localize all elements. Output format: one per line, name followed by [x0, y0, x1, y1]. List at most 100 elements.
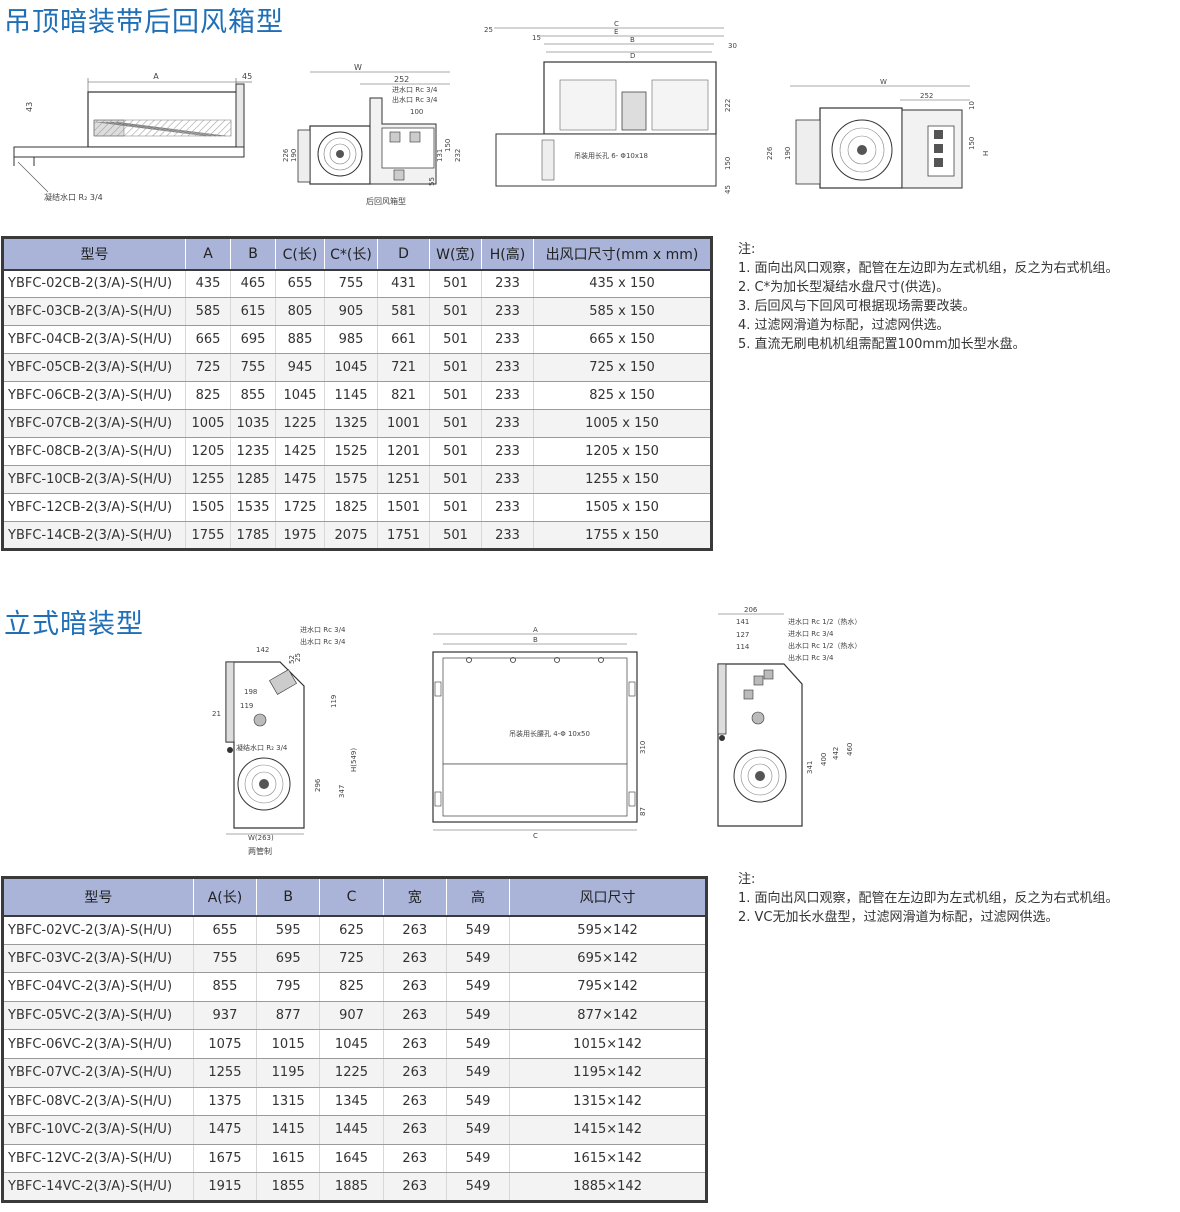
t2-header-1: A(长)	[192, 877, 258, 917]
model-cell: YBFC-05VC-2(3/A)-S(H/U)	[2, 1001, 194, 1031]
model-cell: YBFC-05CB-2(3/A)-S(H/U)	[2, 353, 186, 382]
model-cell: YBFC-02VC-2(3/A)-S(H/U)	[2, 915, 194, 945]
model-cell: YBFC-04CB-2(3/A)-S(H/U)	[2, 325, 186, 354]
table-cell: 1785	[230, 521, 276, 550]
table-cell: 465	[230, 269, 276, 298]
table-cell: 615	[230, 297, 276, 326]
hot-outlet-label: 出水口 Rc 1/2（热水）	[788, 641, 861, 650]
model-cell: YBFC-04VC-2(3/A)-S(H/U)	[2, 972, 194, 1002]
t1-header-6: W(宽)	[429, 237, 482, 271]
table-cell: 501	[429, 353, 482, 382]
table-cell: 1615×142	[509, 1144, 707, 1174]
table-cell: 233	[481, 325, 534, 354]
table-cell: 725 x 150	[533, 353, 712, 382]
ceiling-unit-side-view: A 45 43 凝结水口 R₂ 3/4	[6, 70, 256, 210]
dim-131: 131	[436, 149, 444, 162]
table-cell: 1005	[185, 409, 231, 438]
note-item: 1. 面向出风口观察，配管在左边即为左式机组，反之为右式机组。	[738, 891, 1119, 906]
dim-43: 43	[25, 102, 34, 112]
dim-232: 232	[454, 149, 462, 162]
table-cell: 233	[481, 381, 534, 410]
table-cell: 665 x 150	[533, 325, 712, 354]
table-cell: 581	[377, 297, 430, 326]
table-cell: 263	[383, 1001, 447, 1031]
model-cell: YBFC-12CB-2(3/A)-S(H/U)	[2, 493, 186, 522]
dim-310: 310	[639, 741, 647, 754]
notes-heading: 注:	[738, 872, 756, 887]
table-cell: 825 x 150	[533, 381, 712, 410]
dim-150b: 150	[724, 157, 732, 170]
table-cell: 549	[446, 1058, 511, 1088]
table-cell: 263	[383, 1087, 447, 1117]
vertical-unit-notes: 注:1. 面向出风口观察，配管在左边即为左式机组，反之为右式机组。2. VC无加…	[738, 870, 1119, 927]
table-cell: 595	[256, 915, 321, 945]
table-cell: 1505 x 150	[533, 493, 712, 522]
dim-d: D	[630, 52, 635, 60]
dim-296: 296	[314, 778, 322, 792]
table-cell: 1885	[319, 1172, 384, 1202]
note-item: 4. 过滤网滑道为标配，过滤网供选。	[738, 318, 950, 333]
table-cell: 1755	[185, 521, 231, 550]
table-cell: 1315×142	[509, 1087, 707, 1117]
table-cell: 263	[383, 944, 447, 974]
table-cell: 755	[193, 944, 258, 974]
dim-142: 142	[256, 646, 269, 654]
table-cell: 1415×142	[509, 1115, 707, 1145]
t1-header-8: 出风口尺寸(mm x mm)	[533, 237, 712, 271]
table-cell: 1885×142	[509, 1172, 707, 1202]
model-cell: YBFC-14CB-2(3/A)-S(H/U)	[2, 521, 186, 550]
table-cell: 1195	[256, 1058, 321, 1088]
outlet-label-3: 出水口 Rc 3/4	[788, 653, 834, 662]
table-cell: 905	[324, 297, 378, 326]
table-cell: 725	[319, 944, 384, 974]
table-cell: 821	[377, 381, 430, 410]
note-item: 5. 直流无刷电机机组需配置100mm加长型水盘。	[738, 337, 1026, 352]
dim-226: 226	[282, 148, 290, 162]
model-cell: YBFC-08CB-2(3/A)-S(H/U)	[2, 437, 186, 466]
table-cell: 661	[377, 325, 430, 354]
table-cell: 1251	[377, 465, 430, 494]
table-cell: 855	[230, 381, 276, 410]
table-cell: 1475	[193, 1115, 258, 1145]
dim-h549: H(549)	[350, 748, 358, 772]
table-cell: 721	[377, 353, 430, 382]
table-cell: 1045	[319, 1029, 384, 1059]
vertical-unit-front-view: A B 吊装用长腰孔 4-Φ 10x50 310 87 C	[425, 622, 655, 842]
table-cell: 877×142	[509, 1001, 707, 1031]
table-cell: 1535	[230, 493, 276, 522]
table-cell: 1475	[275, 465, 325, 494]
ceiling-unit-end-view: W 252 10 226 190 150 H	[760, 78, 995, 200]
section2-title: 立式暗装型	[4, 609, 144, 640]
two-pipe-caption: 两管制	[248, 846, 272, 856]
table-cell: 435 x 150	[533, 269, 712, 298]
model-cell: YBFC-06VC-2(3/A)-S(H/U)	[2, 1029, 194, 1059]
dim-25b: 25	[294, 653, 302, 662]
table-cell: 1915	[193, 1172, 258, 1202]
table-cell: 695×142	[509, 944, 707, 974]
table-cell: 233	[481, 465, 534, 494]
table-cell: 1375	[193, 1087, 258, 1117]
t1-header-7: H(高)	[481, 237, 534, 271]
table-cell: 805	[275, 297, 325, 326]
t1-header-0: 型号	[2, 237, 186, 271]
dim-c2: C	[533, 832, 538, 840]
table-cell: 263	[383, 1029, 447, 1059]
model-cell: YBFC-08VC-2(3/A)-S(H/U)	[2, 1087, 194, 1117]
table-cell: 1075	[193, 1029, 258, 1059]
note-item: 1. 面向出风口观察，配管在左边即为左式机组，反之为右式机组。	[738, 261, 1119, 276]
table-cell: 1235	[230, 437, 276, 466]
model-cell: YBFC-07CB-2(3/A)-S(H/U)	[2, 409, 186, 438]
table-cell: 549	[446, 1115, 511, 1145]
vertical-unit-side-view: 进水口 Rc 3/4 出水口 Rc 3/4 142 52 25 198 119 …	[200, 622, 370, 858]
table-cell: 1035	[230, 409, 276, 438]
table-cell: 825	[319, 972, 384, 1002]
